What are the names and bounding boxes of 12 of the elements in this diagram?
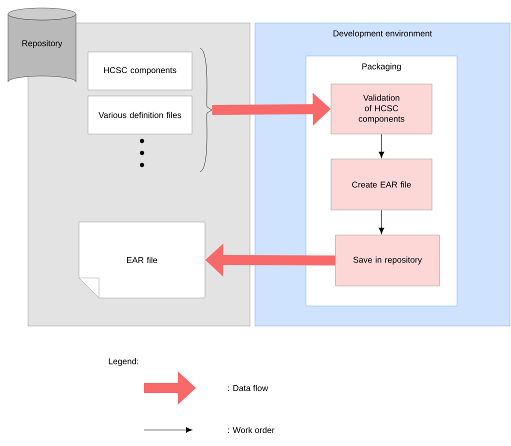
arrow — [378, 134, 384, 158]
arrow — [378, 210, 384, 234]
process-box: Validation of HCSC components — [330, 84, 432, 134]
legend-text: : Data flow — [228, 384, 268, 392]
file-box: HCSC components — [88, 52, 192, 90]
legend-text: : Work order — [228, 426, 274, 434]
brace — [200, 48, 212, 172]
repository-cylinder: Repository — [8, 8, 76, 82]
process-box: Create EAR file — [330, 158, 432, 210]
legend-title: Legend: — [108, 358, 138, 366]
file-box: Various definition files — [88, 96, 192, 134]
process-box: Save in repository — [335, 234, 440, 286]
